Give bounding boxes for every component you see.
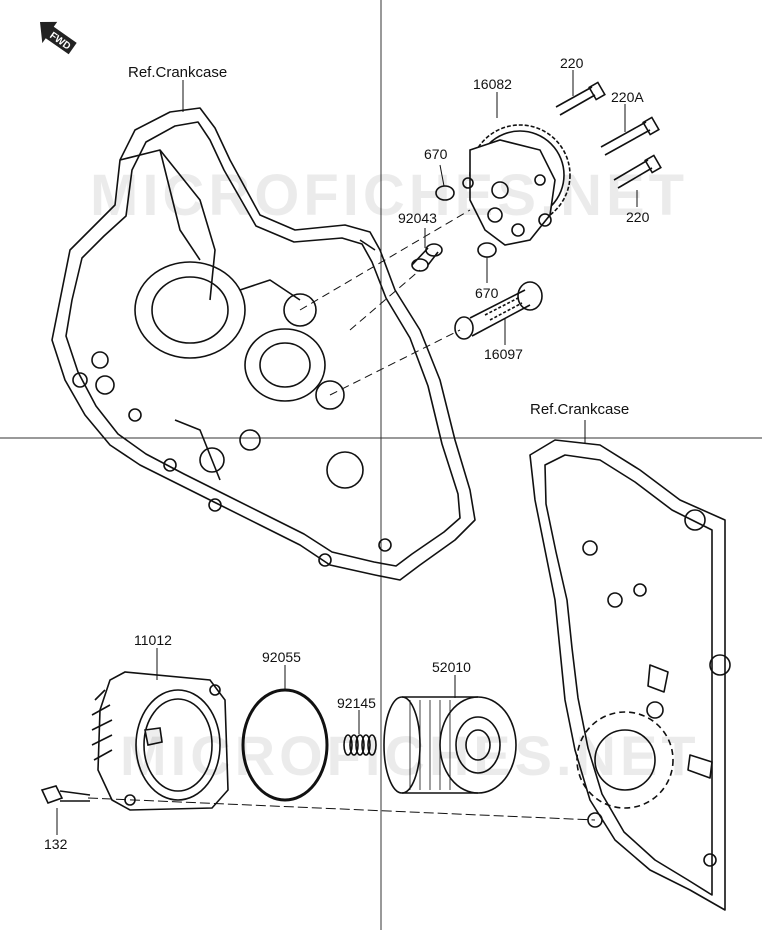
ref-crankcase-upper: Ref.Crankcase xyxy=(128,64,228,81)
collar-92043 xyxy=(411,243,443,272)
watermark-upper: MICROFICHES.NET xyxy=(90,163,688,228)
label-220-bottom: 220 xyxy=(626,209,650,225)
spring-92145 xyxy=(343,734,377,756)
label-92043: 92043 xyxy=(398,210,437,226)
oil-screen-16097 xyxy=(454,281,543,340)
watermark-lower: MICROFICHES.NET xyxy=(120,724,700,787)
o-ring-670-top xyxy=(435,185,455,201)
label-670-bottom: 670 xyxy=(475,285,499,301)
filter-cover-11012 xyxy=(91,671,229,811)
oil-filter-52010 xyxy=(383,696,517,794)
label-92145: 92145 xyxy=(337,695,376,711)
oil-pump-16082 xyxy=(462,124,571,246)
crankcase-lower xyxy=(529,439,731,911)
label-92055: 92055 xyxy=(262,649,301,665)
ref-crankcase-lower: Ref.Crankcase xyxy=(530,401,630,418)
o-ring-670-bottom xyxy=(477,242,497,258)
label-132: 132 xyxy=(44,836,68,852)
label-52010: 52010 xyxy=(432,659,471,675)
bolt-220a xyxy=(600,116,660,156)
label-220a: 220A xyxy=(611,89,644,105)
label-11012: 11012 xyxy=(134,632,172,648)
alignment-line-lower xyxy=(87,797,596,821)
fwd-arrow-icon: FWD xyxy=(40,21,77,55)
bolt-220-bottom xyxy=(613,154,662,189)
alignment-lines-upper xyxy=(299,209,471,396)
label-16082: 16082 xyxy=(473,76,512,92)
label-220-top: 220 xyxy=(560,55,584,71)
label-670-top: 670 xyxy=(424,146,448,162)
bolt-220-top xyxy=(555,81,606,116)
leader-lines xyxy=(56,70,638,835)
bolt-132 xyxy=(40,785,91,804)
crankcase-upper xyxy=(51,107,476,581)
label-16097: 16097 xyxy=(484,346,523,362)
